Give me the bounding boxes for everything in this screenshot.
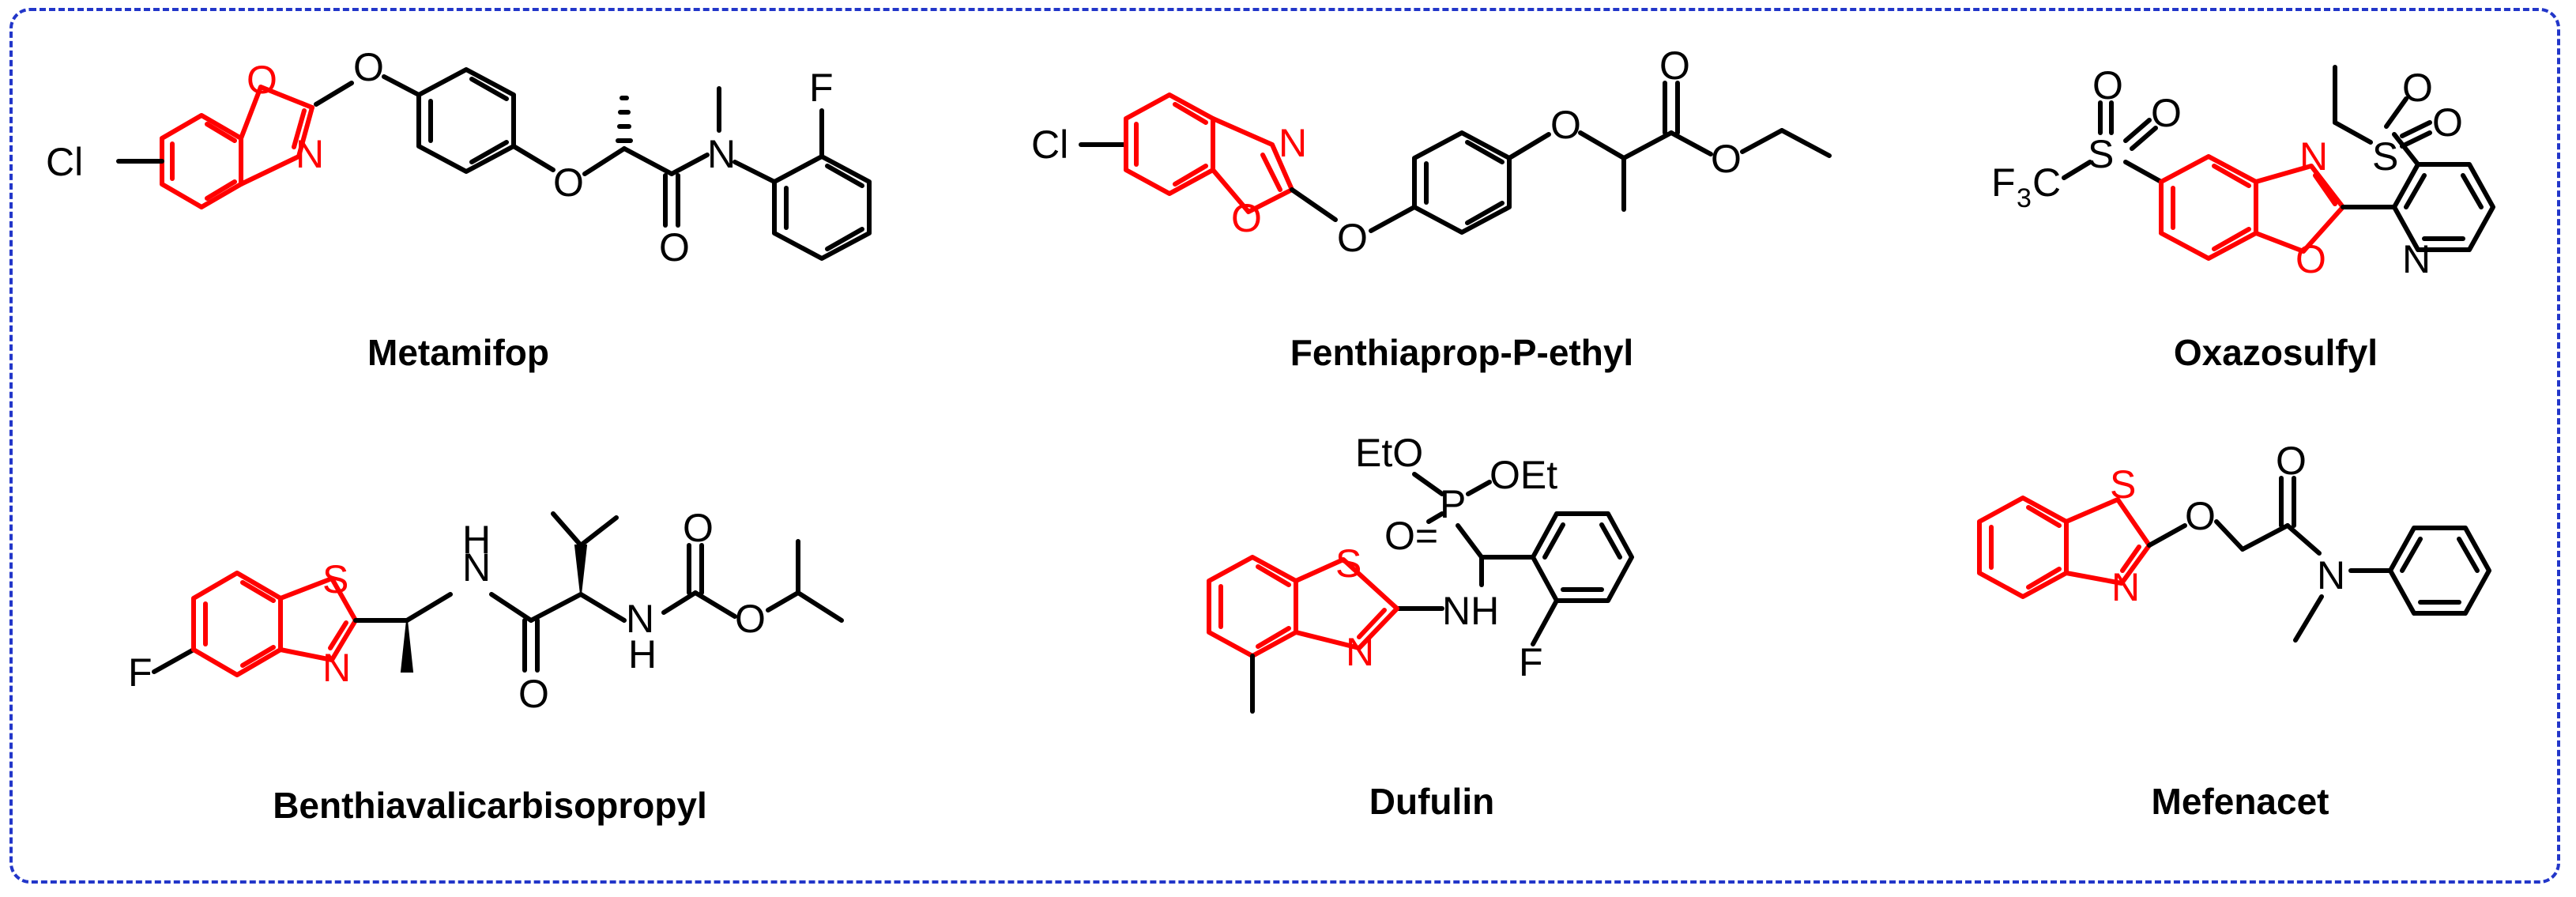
structure-metamifop: O N Cl O O O N F [46, 45, 872, 269]
benzoxazole-core [1124, 92, 1294, 214]
atom-n: N [462, 545, 491, 590]
atom-s: S [1335, 541, 1361, 586]
caption-oxazosulfyl: Oxazosulfyl [2174, 332, 2378, 373]
caption-metamifop: Metamifop [367, 332, 549, 373]
atom-o: O [2151, 91, 2182, 135]
structure-mefenacet: S N O O N [1977, 439, 2491, 643]
atom-eto: EtO [1355, 431, 1423, 475]
benzothiazole-core [1207, 555, 1399, 658]
atom-o: O [683, 506, 714, 550]
atom-s: S [2110, 462, 2136, 507]
atom-o: O [2092, 63, 2123, 107]
atom-o: O [2295, 237, 2326, 281]
caption-dufulin: Dufulin [1369, 781, 1494, 822]
atom-n: N [2317, 553, 2345, 597]
atom-o: O [2185, 494, 2216, 538]
atom-f: F [128, 650, 153, 695]
atom-o: O [735, 597, 766, 641]
atom-f: F [1519, 640, 1543, 684]
atom-n: N [322, 646, 351, 690]
atom-h: H [462, 518, 491, 562]
dashed-frame [9, 8, 2560, 884]
structure-dufulin: EtO P OEt O= NH S N F [1207, 431, 1634, 714]
atom-o: O [2276, 439, 2307, 483]
atom-o: O [2432, 100, 2463, 145]
atom-f: F [1991, 160, 2016, 205]
atom-o: O [659, 225, 690, 269]
atom-n: N [707, 132, 736, 176]
atom-h: H [628, 632, 657, 677]
atom-n: N [296, 132, 324, 176]
atom-o: O [553, 160, 584, 205]
atom-n: N [1346, 630, 1374, 674]
benzothiazole-core [1977, 496, 2152, 599]
caption-fenthiaprop-p-ethyl: Fenthiaprop-P-ethyl [1290, 332, 1633, 373]
atom-o: O [518, 672, 549, 716]
structure-oxazosulfyl: F 3 C S O O N O N S O [1991, 63, 2495, 281]
atom-cl: Cl [1031, 122, 1068, 167]
atom-n: N [2299, 134, 2328, 179]
atom-subscript: 3 [2017, 183, 2032, 213]
atom-o: O [1711, 137, 1742, 181]
atom-p: P [1440, 482, 1466, 526]
atom-cl: Cl [46, 140, 83, 184]
caption-mefenacet: Mefenacet [2152, 781, 2329, 822]
atom-n: N [1279, 121, 1307, 165]
atom-o: O [1659, 43, 1690, 88]
atom-o: O [1231, 196, 1262, 240]
structure-fenthiaprop-p-ethyl: Cl N O O O O O [1031, 43, 1832, 260]
atom-o: O [2402, 66, 2433, 110]
atom-o: O [1337, 216, 1368, 260]
atom-o: O [353, 45, 384, 89]
atom-oet: OEt [1489, 453, 1557, 497]
atom-o: O [1550, 103, 1581, 147]
atom-o: O [247, 58, 277, 102]
atom-f: F [809, 66, 834, 110]
atom-n: N [2402, 237, 2431, 281]
atom-nh: NH [1442, 589, 1499, 633]
benzoxazole-core [2159, 154, 2345, 261]
atom-n: N [626, 597, 654, 641]
atom-s: S [2088, 132, 2114, 176]
atom-c: C [2032, 160, 2061, 205]
benzoxazole-core [160, 85, 314, 209]
caption-benthiavalicarbisopropyl: Benthiavalicarbisopropyl [273, 785, 707, 826]
atom-s: S [322, 557, 348, 601]
atom-n: N [2111, 565, 2140, 609]
benzothiazole-core [191, 571, 358, 677]
atom-s: S [2372, 134, 2398, 179]
structure-benthiavalicarbisopropyl: F S N N H O N H O O [128, 506, 844, 716]
